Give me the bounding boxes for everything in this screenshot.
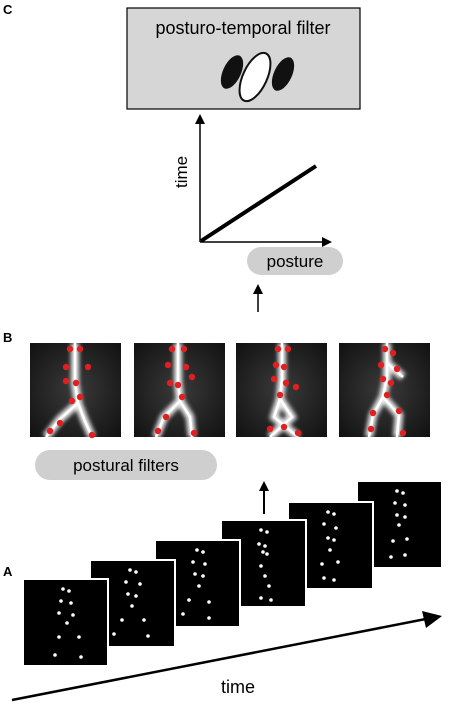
postural-filters-pill: postural filters xyxy=(35,450,217,480)
postural-filter-frame-2 xyxy=(134,343,225,439)
postural-filter-frame-3 xyxy=(236,343,327,441)
panel-letter-a: A xyxy=(3,564,13,579)
x-axis-label: posture xyxy=(267,252,324,271)
postural-filter-frame-1 xyxy=(30,343,121,440)
postural-filters-label: postural filters xyxy=(73,456,179,475)
posture-pill: posture xyxy=(247,247,343,275)
y-axis-label: time xyxy=(172,156,191,188)
posturo-temporal-filter-box: posturo-temporal filter xyxy=(126,7,361,110)
filter-ellipses xyxy=(220,51,295,103)
trajectory-line xyxy=(199,164,318,243)
point-light-frame-1 xyxy=(22,578,109,667)
bottom-time-arrow-head xyxy=(422,611,442,628)
bottom-time-arrow-line xyxy=(11,615,437,702)
point-light-frames xyxy=(22,480,443,667)
panel-letter-b: B xyxy=(3,330,12,345)
postural-filter-frame-4 xyxy=(339,343,430,438)
panel-letter-c: C xyxy=(3,2,13,17)
filter-box-title: posturo-temporal filter xyxy=(155,18,330,38)
bottom-time-label: time xyxy=(221,677,255,697)
